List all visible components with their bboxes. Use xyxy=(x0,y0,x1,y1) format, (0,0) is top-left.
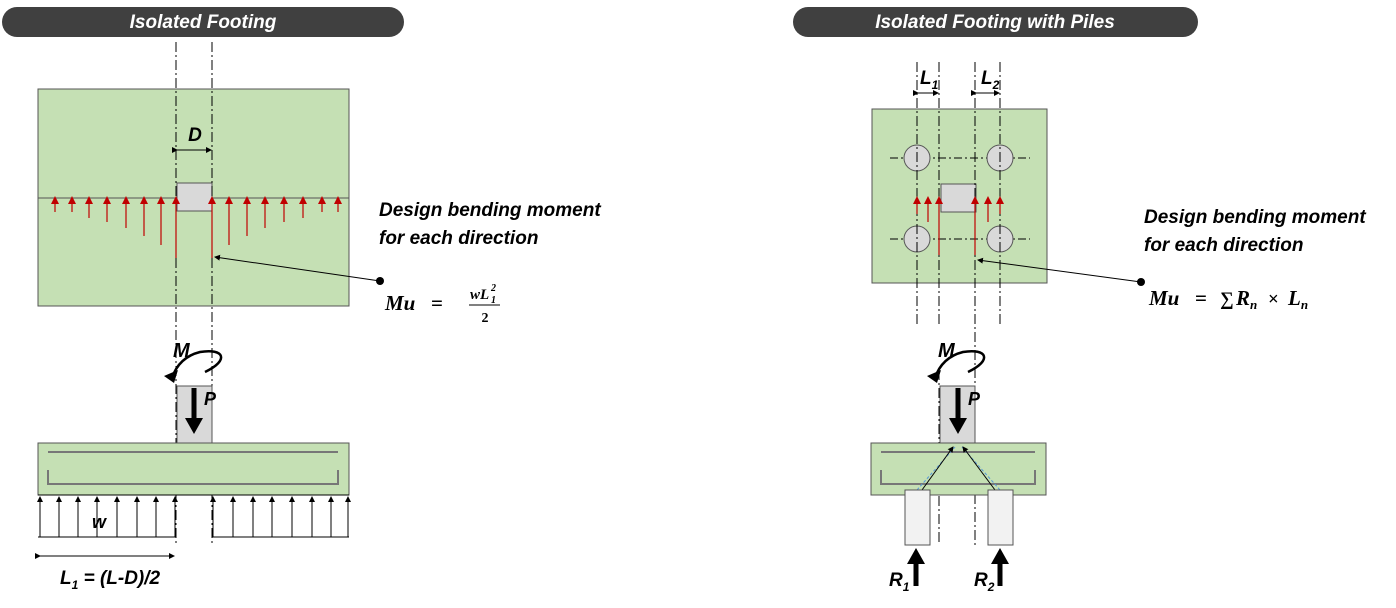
left-leader-line xyxy=(214,254,381,282)
right-note-line1: Design bending moment xyxy=(1144,207,1366,228)
dim-l2-label: L2 xyxy=(981,68,1000,92)
pressure-arrow-icon xyxy=(51,196,342,258)
left-pressure-label: w xyxy=(92,512,107,532)
left-note-line1: Design bending moment xyxy=(379,200,601,221)
left-formula: Mu = wL 1 2 2 xyxy=(384,283,500,326)
right-leader-dot xyxy=(1137,278,1145,286)
moment-arrow-icon xyxy=(164,349,223,383)
right-panel: Isolated Footing with Piles L1 xyxy=(793,7,1366,594)
left-title-bar: Isolated Footing xyxy=(2,7,404,37)
left-leader-dot xyxy=(376,277,384,285)
load-arrow-icon xyxy=(185,388,203,434)
reaction-arrow-icon xyxy=(37,494,351,538)
left-load-label: P xyxy=(204,389,217,409)
left-rebar-bottom xyxy=(47,470,339,485)
right-leader-line xyxy=(977,257,1142,283)
right-formula-lhs: Mu xyxy=(1148,286,1179,310)
right-title-bar: Isolated Footing with Piles xyxy=(793,7,1198,37)
pile-2-elevation xyxy=(987,489,1014,546)
left-footing-section xyxy=(37,442,350,496)
pile-reaction-red-arrows xyxy=(913,196,1004,255)
reaction-1-label: R1 xyxy=(889,570,910,594)
load-arrow-icon xyxy=(949,388,967,434)
left-formula-num-sup: 2 xyxy=(490,283,496,294)
reaction-arrow-icon xyxy=(907,548,1009,586)
right-title: Isolated Footing with Piles xyxy=(875,12,1115,33)
left-moment-label: M xyxy=(173,340,191,362)
left-formula-num-sub: 1 xyxy=(491,295,496,306)
pile-1-elevation xyxy=(904,489,931,546)
left-formula-lhs: Mu xyxy=(384,291,415,315)
left-title: Isolated Footing xyxy=(130,12,277,33)
left-formula-den: 2 xyxy=(482,311,489,326)
moment-arrow-icon xyxy=(927,349,986,383)
right-rebar-bottom xyxy=(880,470,1036,485)
reaction-2-label: R2 xyxy=(974,570,995,594)
left-panel: Isolated Footing D xyxy=(2,7,601,592)
span-l1-label: L1 = (L-D)/2 xyxy=(60,568,161,592)
right-formula-times: × xyxy=(1268,289,1279,310)
left-formula-num: wL xyxy=(470,287,489,303)
right-moment-label: M xyxy=(938,340,956,362)
dim-d-label: D xyxy=(188,125,202,146)
right-formula-l: Ln xyxy=(1287,286,1308,312)
right-formula-sum: ∑ xyxy=(1220,289,1234,310)
dim-l1-label: L1 xyxy=(920,68,939,92)
left-column-plan xyxy=(176,182,213,212)
right-note-line2: for each direction xyxy=(1144,235,1303,256)
right-formula: Mu = ∑ Rn × Ln xyxy=(1148,286,1308,312)
left-note-line2: for each direction xyxy=(379,228,538,249)
right-column-plan xyxy=(940,183,977,213)
right-formula-r: Rn xyxy=(1235,286,1257,312)
left-formula-eq: = xyxy=(431,291,443,315)
strut-lines xyxy=(916,446,1001,491)
right-formula-eq: = xyxy=(1195,286,1207,310)
right-load-label: P xyxy=(968,389,981,409)
right-footing-section xyxy=(870,442,1047,496)
